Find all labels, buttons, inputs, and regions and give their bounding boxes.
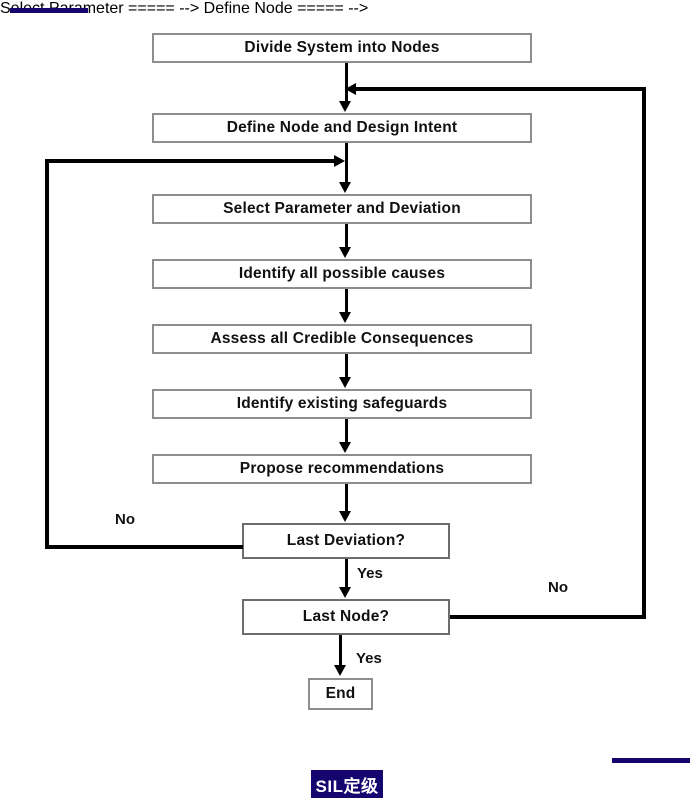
node-identify-all-possible-causes: Identify all possible causes — [152, 259, 532, 289]
connector-define-to-select — [345, 143, 348, 183]
arrowhead-select-merge — [334, 155, 345, 167]
arrowhead-last-node-in — [339, 587, 351, 598]
node-divide-system-into-nodes: Divide System into Nodes — [152, 33, 532, 63]
connector-last-deviation-no-return — [45, 159, 336, 163]
node-label: Last Node? — [302, 608, 390, 625]
bottom-right-rule — [612, 758, 690, 763]
node-label: Define Node and Design Intent — [226, 119, 458, 136]
connector-last-node-to-end — [339, 635, 342, 666]
arrowhead-end-in — [334, 665, 346, 676]
arrowhead-define-merge — [345, 83, 356, 95]
node-last-node: Last Node? — [242, 599, 450, 635]
node-define-node-and-design-intent: Define Node and Design Intent — [152, 113, 532, 143]
connector-safeguards-to-propose — [345, 419, 348, 443]
edge-label-last-node-no: No — [548, 579, 568, 596]
node-label: Propose recommendations — [239, 460, 445, 477]
edge-label-last-node-yes: Yes — [356, 650, 382, 667]
node-label: Assess all Credible Consequences — [210, 330, 474, 347]
node-label: Select Parameter and Deviation — [223, 200, 461, 217]
node-label: Identify existing safeguards — [236, 395, 448, 412]
node-select-parameter-and-deviation: Select Parameter and Deviation — [152, 194, 532, 224]
sil-watermark-banner: SIL定级 — [311, 770, 383, 798]
connector-propose-to-last-deviation — [345, 484, 348, 512]
connector-identify-to-assess — [345, 289, 348, 313]
connector-select-to-identify — [345, 224, 348, 248]
edge-label-last-deviation-no: No — [115, 511, 135, 528]
node-assess-all-credible-consequences: Assess all Credible Consequences — [152, 324, 532, 354]
arrowhead-safeguards-in — [339, 377, 351, 388]
connector-last-deviation-no-vertical — [45, 159, 49, 549]
connector-assess-to-safeguards — [345, 354, 348, 378]
arrowhead-select-in — [339, 182, 351, 193]
sil-watermark-text: SIL定级 — [315, 776, 379, 796]
arrowhead-define-in — [339, 101, 351, 112]
node-label: Divide System into Nodes — [244, 39, 440, 56]
edge-label-last-deviation-yes: Yes — [357, 565, 383, 582]
connector-last-node-no-right — [450, 615, 646, 619]
node-label: Identify all possible causes — [238, 265, 446, 282]
node-label: Last Deviation? — [286, 532, 406, 549]
node-identify-existing-safeguards: Identify existing safeguards — [152, 389, 532, 419]
arrowhead-last-deviation-in — [339, 511, 351, 522]
connector-last-deviation-to-last-node — [345, 559, 348, 587]
arrowhead-identify-in — [339, 247, 351, 258]
arrowhead-assess-in — [339, 312, 351, 323]
connector-last-deviation-no-left — [45, 545, 243, 549]
node-label: End — [325, 685, 356, 702]
node-last-deviation: Last Deviation? — [242, 523, 450, 559]
connector-last-node-no-vertical — [642, 87, 646, 619]
top-left-rule — [10, 8, 88, 13]
node-propose-recommendations: Propose recommendations — [152, 454, 532, 484]
node-end: End — [308, 678, 373, 710]
connector-last-node-no-return — [356, 87, 646, 91]
arrowhead-propose-in — [339, 442, 351, 453]
